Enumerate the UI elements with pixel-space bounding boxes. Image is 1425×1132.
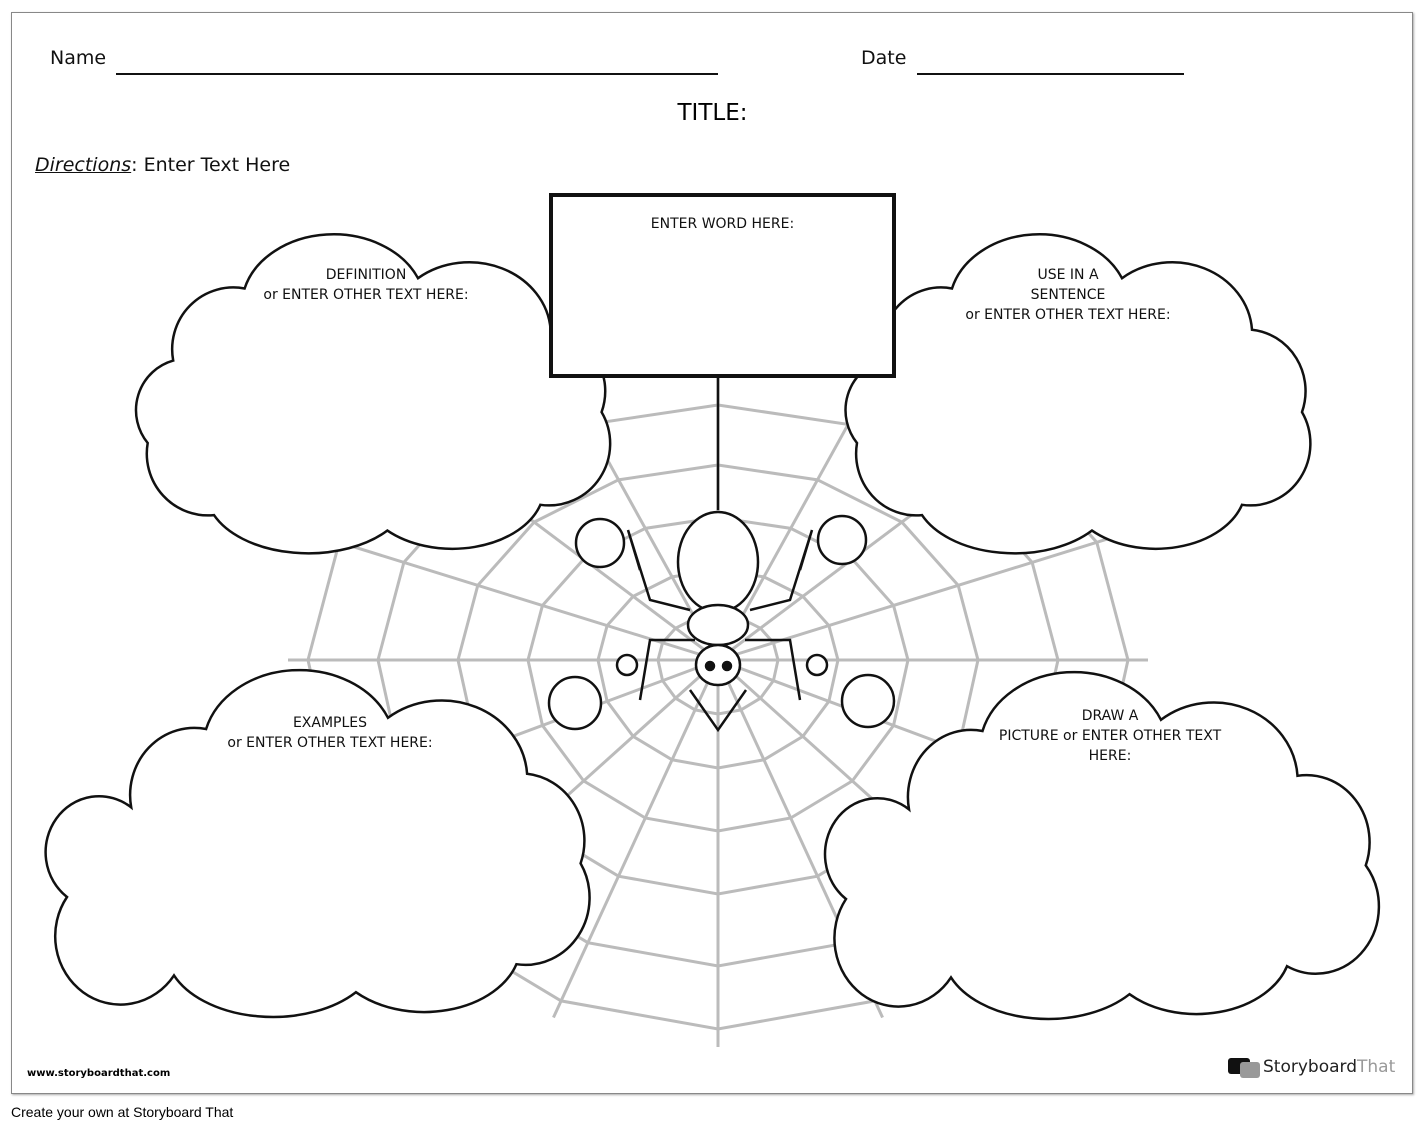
text-line: or ENTER OTHER TEXT HERE:	[965, 307, 1171, 323]
cloud-bottom-left	[46, 670, 590, 1017]
word-box	[549, 193, 896, 378]
logo-text-dark: Storyboard	[1263, 1057, 1357, 1077]
cloud-top-right	[846, 234, 1311, 553]
directions[interactable]: Directions: Enter Text Here	[35, 154, 290, 176]
clouds	[46, 234, 1379, 1019]
text-line: HERE:	[1088, 748, 1132, 764]
name-field[interactable]	[116, 73, 718, 75]
cloud-top-right-text[interactable]: USE IN A SENTENCE or ENTER OTHER TEXT HERE…	[918, 265, 1218, 325]
name-label: Name	[50, 47, 107, 69]
cloud-bottom-right-text[interactable]: DRAW A PICTURE or ENTER OTHER TEXT HERE:	[960, 706, 1260, 766]
date-field[interactable]	[917, 73, 1184, 75]
text-line: USE IN A	[1037, 267, 1099, 283]
footer-url[interactable]: www.storyboardthat.com	[27, 1068, 171, 1079]
text-line: DEFINITION	[325, 267, 407, 283]
text-line: DRAW A	[1081, 708, 1139, 724]
text-line: EXAMPLES	[292, 715, 368, 731]
logo-text-light: That	[1357, 1057, 1396, 1077]
cloud-top-left	[136, 234, 610, 553]
text-line: PICTURE or ENTER OTHER TEXT	[998, 728, 1222, 744]
web-ring	[656, 613, 780, 716]
date-label: Date	[861, 47, 907, 69]
cloud-top-left-text[interactable]: DEFINITION or ENTER OTHER TEXT HERE:	[216, 265, 516, 305]
cloud-bottom-right	[825, 672, 1379, 1019]
footer-caption[interactable]: Create your own at Storyboard That	[11, 1104, 234, 1120]
web-ring	[596, 568, 840, 770]
web-strand	[552, 659, 720, 1019]
directions-label: Directions	[35, 154, 132, 176]
text-line: or ENTER OTHER TEXT HERE:	[263, 287, 469, 303]
word-box-text[interactable]: ENTER WORD HERE:	[650, 216, 795, 232]
text-line: or ENTER OTHER TEXT HERE:	[227, 735, 433, 751]
text-line: SENTENCE	[1030, 287, 1106, 303]
cloud-bottom-left-text[interactable]: EXAMPLES or ENTER OTHER TEXT HERE:	[180, 713, 480, 753]
web-ring	[456, 463, 980, 896]
bubble-circles	[547, 514, 896, 731]
storyboardthat-logo-icon	[1228, 1058, 1260, 1078]
page-title[interactable]: TITLE:	[677, 100, 748, 126]
web-ring	[526, 516, 910, 833]
spider	[626, 510, 814, 733]
storyboardthat-logo[interactable]: StoryboardThat	[1263, 1057, 1395, 1077]
directions-text: : Enter Text Here	[131, 154, 291, 176]
